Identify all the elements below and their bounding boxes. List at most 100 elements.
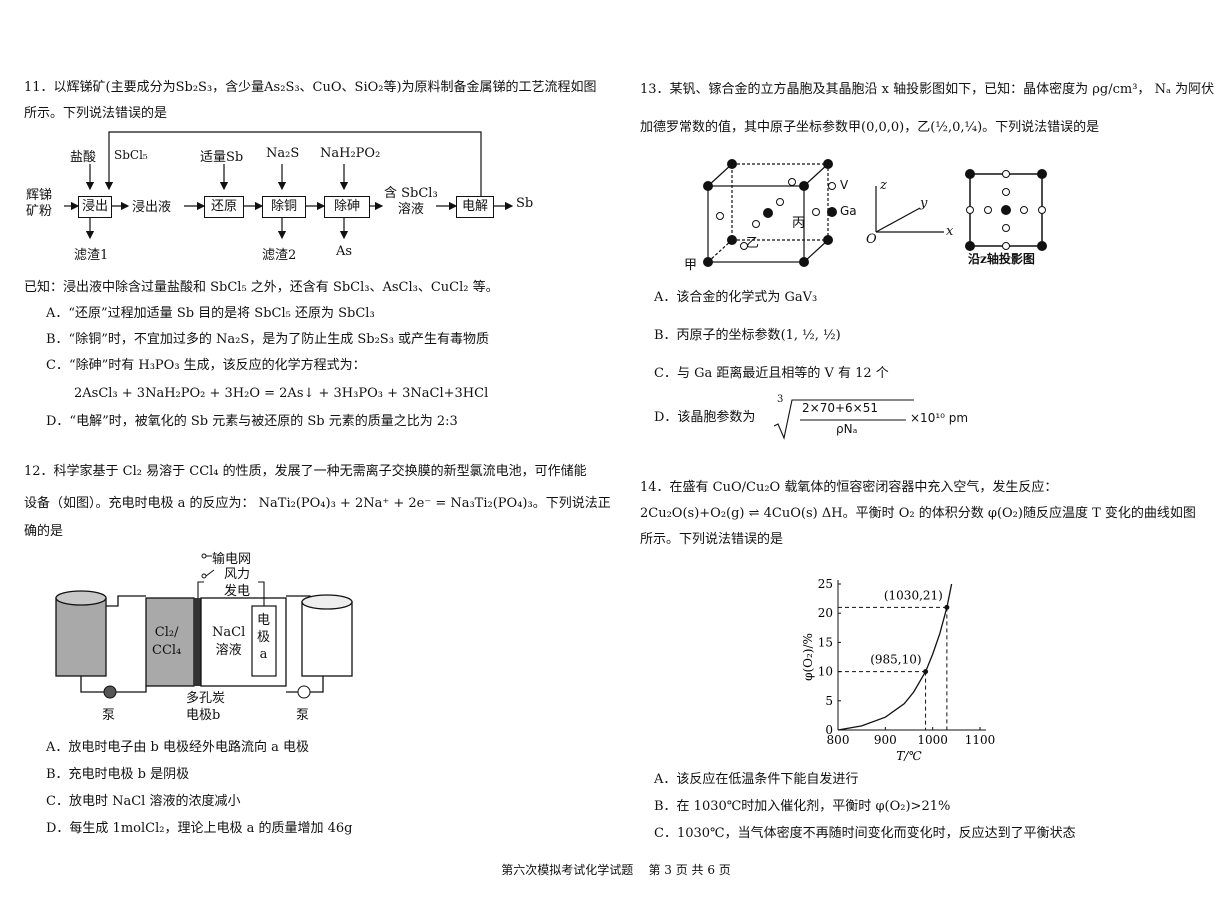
- q12-stem-line2: 设备（如图）。充电时电极 a 的反应为： NaTi₂(PO₄)₃ + 2Na⁺ …: [24, 496, 611, 511]
- q13-stem-text-c: 。下列说法错误的是: [982, 120, 1100, 135]
- residue-2: 滤渣2: [262, 248, 297, 263]
- grid-label: 输电网: [212, 552, 252, 567]
- x-tick-label: 1000: [917, 733, 948, 747]
- wind-line1: 风力: [224, 567, 251, 582]
- crystal-svg: [703, 159, 1047, 267]
- annotation-label: (985,10): [870, 653, 921, 667]
- projection-caption: 沿z轴投影图: [968, 252, 1035, 266]
- formula-suffix: ×10¹⁰ pm: [910, 411, 969, 425]
- flow-arrows: [64, 131, 514, 240]
- legend-v: V: [840, 178, 849, 192]
- q11-stem-line2: 所示。下列说法错误的是: [24, 106, 168, 121]
- y-tick-label: 25: [818, 577, 833, 591]
- q13-option-c[interactable]: C．与 Ga 距离最近且相等的 V 有 12 个: [654, 366, 889, 381]
- y-tick-label: 10: [818, 665, 833, 679]
- q13-option-d-text: D．该晶胞参数为: [654, 410, 756, 425]
- q13-option-d[interactable]: D．该晶胞参数为: [654, 408, 755, 428]
- q12-option-a[interactable]: A．放电时电子由 b 电极经外电路流向 a 电极: [46, 740, 309, 755]
- box-arsenic: 除砷: [324, 196, 370, 218]
- x-tick-label: 1100: [965, 733, 996, 747]
- q12-battery-diagram: 输电网 风力 发电 Cl₂/ CCl₄ NaCl 溶液 电 极 a 多孔炭 电极…: [48, 546, 368, 726]
- q13-stem-text-a: 加德罗常数的值，其中原子坐标参数甲: [640, 120, 862, 135]
- wind-label: 风力 发电: [224, 566, 250, 600]
- annotation-point: [923, 669, 929, 675]
- q12-stem-line3: 确的是: [24, 524, 64, 539]
- box-copper: 除铜: [262, 196, 306, 218]
- x-axis-label: T/℃: [896, 749, 922, 763]
- q11-known: 已知：浸出液中除含过量盐酸和 SbCl₅ 之外，还含有 SbCl₃、AsCl₃、…: [24, 280, 499, 295]
- cl2-line: Cl₂/: [154, 625, 179, 640]
- box-electrolysis: 电解: [456, 196, 494, 218]
- q13-option-b-text: B．丙原子的坐标参数: [654, 328, 781, 343]
- electrode-a-line3: a: [259, 647, 268, 662]
- leach-liquor: 浸出液: [132, 200, 172, 215]
- flow-input: 辉锑 矿粉: [26, 188, 52, 220]
- carbon-electrode-label: 多孔炭 电极b: [186, 690, 225, 724]
- reagent-hcl: 盐酸: [70, 150, 97, 165]
- q13-stem-text-b: ，乙: [904, 120, 931, 135]
- residue-1: 滤渣1: [74, 248, 109, 263]
- reagent-nah2po2: NaH₂PO₂: [320, 146, 381, 161]
- q13-option-b-coord: (1, ½, ½): [780, 328, 841, 343]
- q13-stem-line2: 加德罗常数的值，其中原子坐标参数甲(0,0,0)，乙(½,0,¼)。下列说法错误…: [640, 118, 1099, 138]
- axis-z: z: [880, 178, 887, 193]
- q11-option-d[interactable]: D．“电解”时，被氧化的 Sb 元素与被还原的 Sb 元素的质量之比为 2:3: [46, 414, 458, 429]
- box-leach: 浸出: [78, 196, 112, 218]
- axis-x: x: [946, 224, 954, 239]
- q14-option-c[interactable]: C．1030℃，当气体密度不再随时间变化而变化时，反应达到了平衡状态: [654, 826, 1076, 841]
- box-reduce: 还原: [204, 196, 244, 218]
- root-index: 3: [777, 394, 784, 405]
- q14-stem-line3: 所示。下列说法错误的是: [640, 532, 784, 547]
- sbcl3-line1: 含 SbCl₃: [384, 186, 438, 201]
- axis-origin: O: [866, 232, 877, 247]
- cl2-ccl4-label: Cl₂/ CCl₄: [152, 624, 181, 660]
- q11-option-b[interactable]: B．“除铜”时，不宜加过多的 Na₂S，是为了防止生成 Sb₂S₃ 或产生有毒物…: [46, 332, 490, 347]
- label-jia: 甲: [684, 258, 698, 273]
- reagent-sb: 适量Sb: [200, 150, 244, 165]
- q11-option-a[interactable]: A．“还原”过程加适量 Sb 目的是将 SbCl₅ 还原为 SbCl₃: [46, 306, 375, 321]
- x-tick-label: 900: [874, 733, 897, 747]
- product-as: As: [336, 244, 353, 259]
- root-sign: [774, 399, 914, 440]
- coord-jia: (0,0,0): [861, 120, 905, 135]
- y-tick-label: 5: [825, 694, 833, 708]
- ccl4-line: CCl₄: [152, 643, 182, 658]
- coord-yi: (½,0,¼): [930, 120, 983, 135]
- q12-option-d[interactable]: D．每生成 1molCl₂，理论上电极 a 的质量增加 46g: [46, 821, 353, 836]
- x-tick-label: 800: [827, 733, 850, 747]
- y-tick-label: 15: [818, 635, 833, 649]
- q13-crystal-diagram: 甲 乙 丙 V Ga z y x O 沿z轴投影图: [680, 152, 1100, 273]
- page-footer: 第六次模拟考试化学试题 第 3 页 共 6 页: [501, 863, 731, 877]
- nacl-line1: NaCl: [212, 625, 246, 640]
- axis-y: y: [920, 196, 928, 211]
- annotation-label: (1030,21): [884, 588, 943, 602]
- y-axis-label: φ(O₂)/%: [801, 633, 815, 681]
- battery-svg: [55, 553, 353, 699]
- q14-option-b[interactable]: B．在 1030℃时加入催化剂，平衡时 φ(O₂)>21%: [654, 799, 951, 814]
- formula-numerator: 2×70+6×51: [802, 401, 878, 415]
- carbon-line2: 电极b: [186, 708, 221, 723]
- wind-line2: 发电: [224, 584, 251, 599]
- reagent-sbcl5: SbCl₅: [114, 148, 148, 162]
- y-tick-label: 0: [825, 723, 833, 737]
- label-yi: 乙: [746, 236, 760, 251]
- annotation-point: [944, 604, 950, 610]
- q11-option-c[interactable]: C．“除砷”时有 H₃PO₃ 生成，该反应的化学方程式为：: [46, 358, 366, 373]
- q13-stem-line1: 13．某钒、镓合金的立方晶胞及其晶胞沿 x 轴投影图如下，已知：晶体密度为 ρg…: [640, 82, 1215, 97]
- q12-option-c[interactable]: C．放电时 NaCl 溶液的浓度减小: [46, 794, 241, 809]
- product-sb: Sb: [516, 196, 534, 211]
- reagent-na2s: Na₂S: [266, 146, 300, 161]
- q13-option-a[interactable]: A．该合金的化学式为 GaV₃: [654, 290, 818, 305]
- q12-stem-line1: 12．科学家基于 Cl₂ 易溶于 CCl₄ 的性质，发展了一种无需离子交换膜的新…: [24, 464, 587, 479]
- q14-stem-line2: 2Cu₂O(s)+O₂(g) ⇌ 4CuO(s) ΔH。平衡时 O₂ 的体积分数…: [640, 506, 1196, 521]
- q14-option-a[interactable]: A．该反应在低温条件下能自发进行: [654, 772, 859, 787]
- q12-option-b[interactable]: B．充电时电极 b 是阴极: [46, 767, 190, 782]
- legend-ga: Ga: [840, 204, 857, 218]
- q13-option-d-formula: 3 2×70+6×51 ρNₐ ×10¹⁰ pm: [774, 394, 968, 442]
- flow-input-line1: 辉锑: [26, 188, 53, 203]
- series-curve: [837, 583, 953, 731]
- sbcl3-line2: 溶液: [397, 202, 424, 217]
- formula-denominator: ρNₐ: [836, 422, 858, 436]
- q13-option-b[interactable]: B．丙原子的坐标参数(1, ½, ½): [654, 326, 841, 346]
